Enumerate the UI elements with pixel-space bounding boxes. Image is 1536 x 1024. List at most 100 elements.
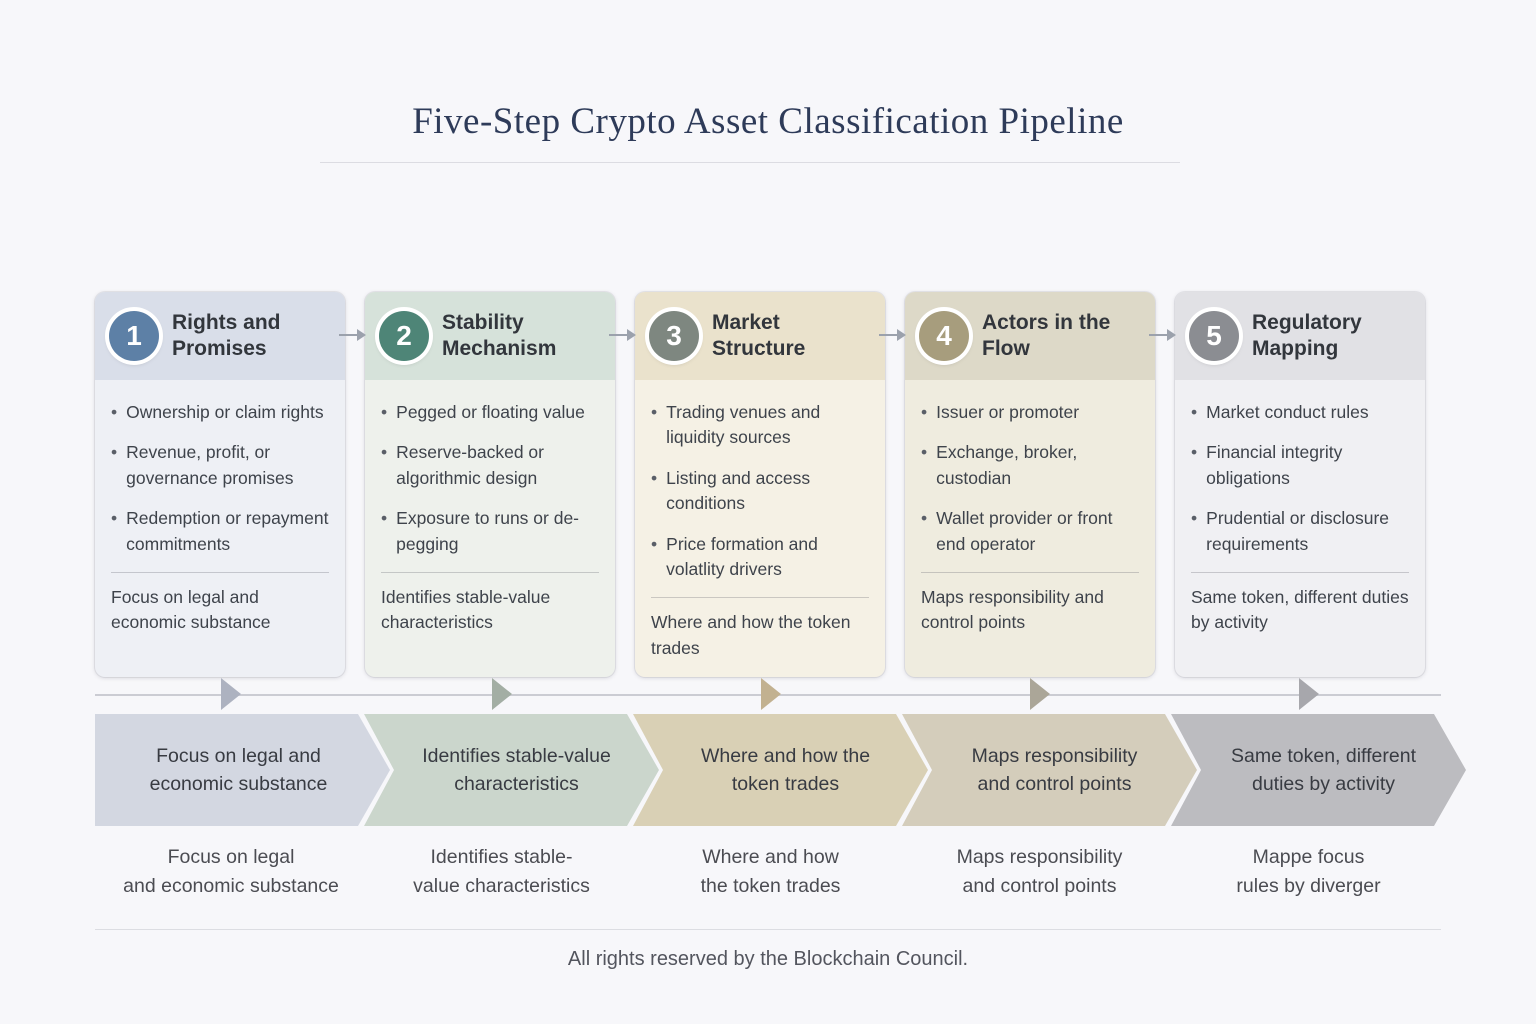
step-number-badge: 2 [379,311,429,361]
step-summary: Same token, different duties by activity [1191,586,1409,633]
step-number: 2 [396,320,412,351]
bullet-text: Exposure to runs or de-pegging [396,508,580,554]
step-card-actors-in-the-flow: 4 Actors in the Flow •Issuer or promoter… [905,292,1155,677]
bullet-list: •Trading venues and liquidity sources •L… [635,380,885,582]
bullet-text: Pegged or floating value [396,402,585,422]
bullet-text: Trading venues and liquidity sources [666,402,821,448]
step-number-badge: 1 [109,311,159,361]
chevron-text-line: duties by activity [1251,773,1396,795]
bullet-dot-icon: • [111,508,118,529]
arrow-right-icon [339,329,366,341]
chevron-text-line: Same token, different [1230,744,1416,767]
arrow-right-icon [609,329,636,341]
card-header: 2 Stability Mechanism [365,292,615,380]
bullet-text: Issuer or promoter [936,402,1080,422]
bullet-text: Wallet provider or front end operator [936,508,1113,554]
step-caption-3: Where and how the token trades [636,843,905,902]
triangle-marker-icon [760,678,781,710]
bullet-item: •Exchange, broker, custodian [921,440,1143,491]
bullet-item: •Financial integrity obligations [1191,440,1413,491]
bullet-dot-icon: • [651,533,658,554]
step-number: 3 [666,320,682,351]
caption-line: the token trades [700,875,841,898]
bullet-dot-icon: • [651,402,658,422]
card-header: 5 Regulatory Mapping [1175,292,1425,380]
bullet-item: •Issuer or promoter [921,400,1143,425]
title-underline [320,162,1180,163]
bullet-dot-icon: • [1191,508,1198,529]
card-header: 4 Actors in the Flow [905,292,1155,380]
chevron-banner-row: Focus on legal and economic substance Id… [95,714,1466,826]
step-card-market-structure: 3 Market Structure • Trading venues and l… [635,292,885,677]
caption-line: and control points [962,875,1117,898]
bullet-item: •Listing and access conditions [651,466,873,517]
bullet-text: Price formation and volatlity drivers [666,533,818,579]
step-number: 5 [1206,320,1222,351]
step-summary: Maps responsibility and control points [921,586,1104,633]
bullet-dot-icon: • [381,508,388,529]
bullet-dot-icon: • [381,442,388,463]
bullet-dot-icon: • [1191,402,1198,422]
triangle-marker-icon [221,678,241,710]
caption-row: Focus on legal and economic substance Id… [95,843,1440,902]
copyright-text: All rights reserved by the Blockchain Co… [567,948,969,970]
step-number: 4 [936,320,952,351]
caption-line: rules by diverger [1236,875,1381,898]
step-title: Market Structure [712,311,806,360]
bullet-item: • Price formation and volatlity drivers [651,532,873,583]
bullet-text: Exchange, broker, custodian [936,442,1078,488]
bullet-dot-icon: • [921,508,928,529]
bullet-text: Market conduct rules [1206,402,1369,422]
chevron-text-line: and control points [977,773,1132,795]
step-caption-5: Mappe focus rules by diverger [1174,843,1443,902]
step-summary: Where and how the token trades [651,612,851,658]
step-card-rights-and-promises: 1 Rights and Promises •Ownership or clai… [95,292,345,677]
bullet-item: •Revenue, profit, or governance promises [111,440,333,491]
page-title: Five-Step Crypto Asset Classification Pi… [412,101,1124,142]
step-title: Regulatory Mapping [1252,311,1362,360]
bullet-item: • Ownership or claim rights [111,400,333,425]
step-caption-4: Maps responsibility and control points [905,843,1174,902]
chevron-text-line: characteristics [454,773,579,795]
step-caption-1: Focus on legal and economic substance [95,843,367,902]
bullet-item: •Reserve-backed or algorithmic design [381,440,603,491]
step-caption-2: Identifies stable- value characteristics [367,843,636,902]
step-title: Stability Mechanism [442,311,557,360]
chevron-text-line: Maps responsibility [971,744,1138,767]
card-divider [111,571,329,573]
card-divider [381,571,599,573]
card-divider [1191,571,1409,573]
bullet-dot-icon: • [111,442,118,463]
caption-line: Maps responsibility [956,846,1123,868]
bullet-item: • Wallet provider or front end operator [921,506,1143,557]
card-header: 3 Market Structure [635,292,885,380]
bullet-list: •Pegged or floating value •Reserve-backe… [365,380,615,557]
bullet-text: Listing and access conditions [666,467,811,514]
step-title: Actors in the Flow [982,311,1111,360]
bullet-list: •Market conduct rules •Financial integri… [1175,380,1425,557]
arrow-right-icon [1149,329,1176,341]
bullet-text: Ownership or claim rights [126,402,324,422]
bullet-item: •Redemption or repayment commitments [111,506,333,557]
caption-line: Mappe focus [1252,846,1365,868]
chevron-text-line: economic substance [149,773,328,795]
flow-markers [95,678,1440,710]
triangle-marker-icon [491,678,512,710]
bullet-text: Financial integrity obligations [1206,442,1343,488]
bullet-item: •Pegged or floating value [381,400,603,425]
chevron-banner-4: Maps responsibility and control points [902,714,1197,826]
bullet-item: •Prudential or disclosure requirements [1191,506,1413,557]
footer-divider [95,929,1441,930]
step-number-badge: 4 [919,311,969,361]
bullet-item: • Market conduct rules [1191,400,1413,425]
card-divider [921,571,1139,573]
step-card-regulatory-mapping: 5 Regulatory Mapping • Market conduct rul… [1175,292,1425,677]
card-divider [651,597,869,599]
chevron-banner-2: Identifies stable-value characteristics [364,714,659,826]
caption-line: Identifies stable- [430,846,573,868]
chevron-text-line: Focus on legal and [156,744,321,767]
bullet-dot-icon: • [111,402,118,422]
bullet-list: •Issuer or promoter •Exchange, broker, c… [905,380,1155,557]
caption-line: Focus on legal [167,846,295,868]
